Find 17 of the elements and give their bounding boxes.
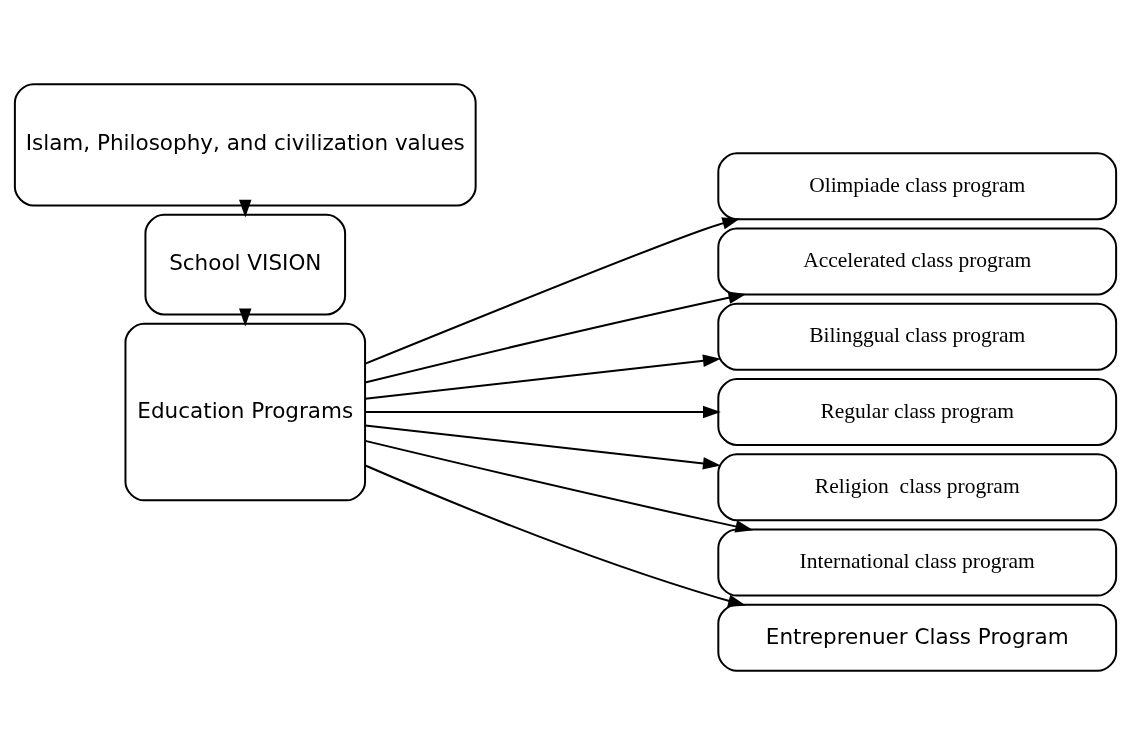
arrow xyxy=(364,424,721,470)
node-box: International class program xyxy=(717,528,1118,597)
node-box: Entreprenuer Class Program xyxy=(717,603,1118,672)
arrow xyxy=(364,217,741,365)
node-box: Religion class program xyxy=(717,453,1118,522)
arrow xyxy=(239,308,252,327)
arrow xyxy=(364,464,746,607)
node-box: Regular class program xyxy=(717,378,1118,447)
node-box: Education Programs xyxy=(124,322,367,502)
arrow xyxy=(364,354,721,400)
node-box: Bilinggual class program xyxy=(717,302,1118,371)
arrow xyxy=(239,199,252,218)
node-box: Accelerated class program xyxy=(717,227,1118,296)
arrow xyxy=(364,439,754,533)
arrow xyxy=(364,291,747,384)
node-box: Olimpiade class program xyxy=(717,152,1118,221)
arrow xyxy=(364,405,721,419)
